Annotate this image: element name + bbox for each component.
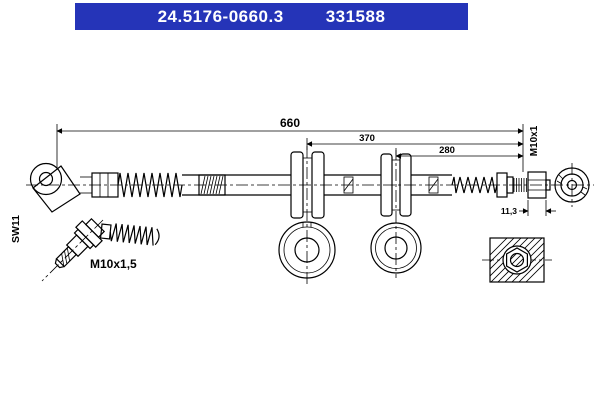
hex-width-label: 11,3	[501, 206, 517, 216]
thread-outlet-label: M10x1	[529, 125, 540, 156]
end-view-group	[554, 163, 590, 207]
ref-number-label: 331588	[325, 6, 386, 26]
part-number-label: 24.5176-0660.3	[157, 6, 284, 26]
cross-section-group	[482, 237, 552, 283]
dimension-overall-660: 660	[56, 116, 524, 172]
dim-660-label: 660	[280, 116, 300, 130]
banjo-fitting-group	[29, 162, 119, 213]
dimension-280: 280	[395, 145, 524, 159]
grommet-1-group	[278, 146, 336, 284]
thread-inlet-label: M10x1,5	[90, 257, 137, 271]
dim-280-label: 280	[439, 145, 455, 156]
outlet-fitting-group: M10x1 11,3	[496, 125, 556, 216]
hose-body-group	[117, 172, 498, 198]
dim-370-label: 370	[359, 133, 375, 144]
inlet-fitting-group: SW11 M10x1,5	[10, 215, 160, 282]
dimension-370: 370	[306, 133, 524, 150]
grommet-2-group	[370, 148, 422, 278]
wrench-size-label: SW11	[10, 215, 22, 243]
header-bar: 24.5176-0660.3 331588	[75, 3, 468, 30]
